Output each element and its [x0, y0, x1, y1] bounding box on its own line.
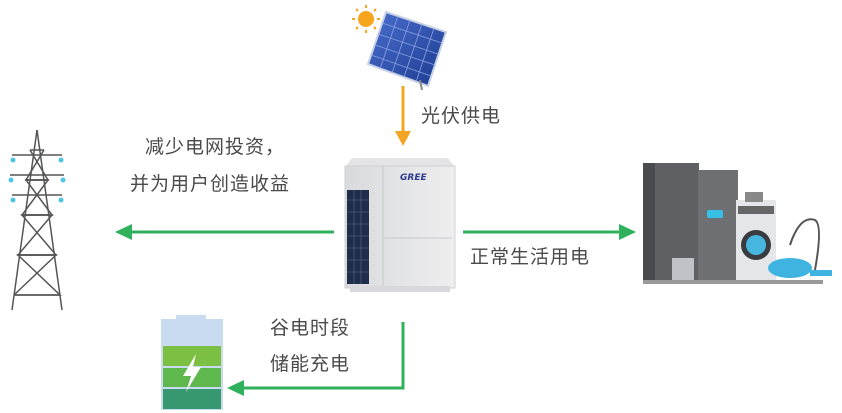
power-tower-icon	[8, 129, 66, 311]
gree-logo: GREE	[400, 173, 427, 183]
home-supply-label: 正常生活用电	[470, 246, 591, 268]
solar-supply-arrow	[395, 86, 411, 146]
storage-label-line1: 谷电时段	[270, 317, 351, 339]
home-supply-arrow	[463, 224, 636, 240]
battery-icon	[161, 315, 223, 410]
grid-benefit-label-line1: 减少电网投资，	[145, 136, 286, 158]
storage-charge-arrow	[227, 322, 405, 396]
grid-feed-arrow	[115, 224, 334, 240]
grid-benefit-label-line2: 并为用户创造收益	[130, 173, 291, 195]
sun-icon	[352, 5, 380, 33]
storage-label-line2: 储能充电	[270, 353, 351, 375]
solar-panel-icon	[366, 10, 448, 91]
gree-outdoor-unit	[344, 158, 456, 292]
solar-supply-label: 光伏供电	[421, 105, 502, 127]
home-appliances-icon	[643, 163, 832, 284]
